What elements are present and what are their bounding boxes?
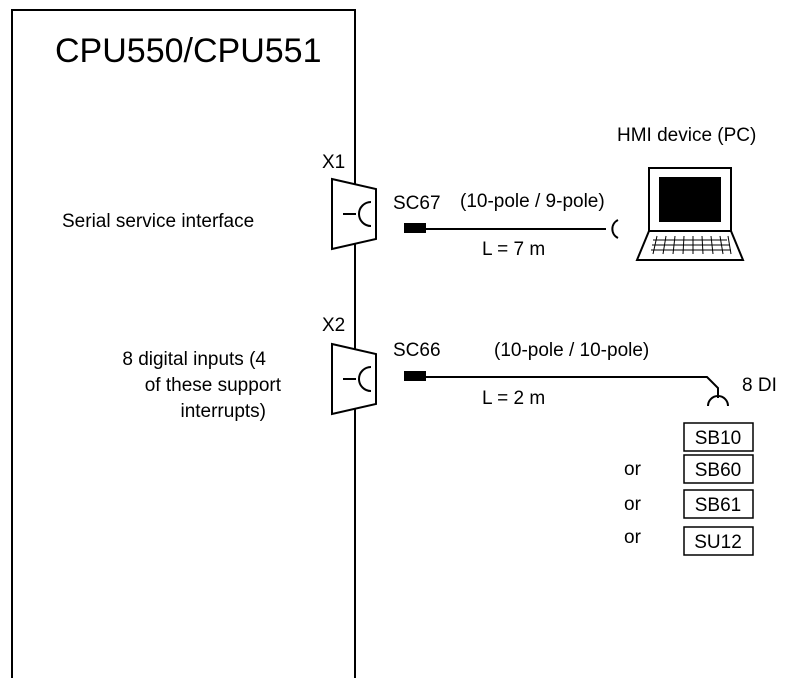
option-sb10: SB10 bbox=[683, 422, 754, 452]
module-title: CPU550/CPU551 bbox=[55, 32, 321, 70]
x2-cable-name: SC66 bbox=[393, 340, 441, 361]
x2-connector-icon bbox=[331, 342, 377, 416]
x2-description-line-3: interrupts) bbox=[180, 401, 266, 422]
x1-cable-spec: (10-pole / 9-pole) bbox=[460, 191, 605, 212]
laptop-icon bbox=[635, 167, 745, 261]
hmi-device-label: HMI device (PC) bbox=[617, 125, 756, 146]
x2-cable-spec: (10-pole / 10-pole) bbox=[494, 340, 649, 361]
x1-port-label: X1 bbox=[322, 152, 345, 173]
option-su12: SU12 bbox=[683, 526, 754, 556]
option-sb60-label: SB60 bbox=[695, 460, 741, 481]
x2-port-label: X2 bbox=[322, 315, 345, 336]
x1-description: Serial service interface bbox=[62, 211, 254, 232]
option-sb61-label: SB61 bbox=[695, 495, 741, 516]
x1-cable-length: L = 7 m bbox=[482, 239, 545, 260]
x2-cable-length: L = 2 m bbox=[482, 388, 545, 409]
or-label: or bbox=[624, 459, 642, 480]
or-label: or bbox=[624, 494, 642, 515]
x2-target-label: 8 DI bbox=[742, 375, 777, 396]
option-sb61: SB61 bbox=[683, 489, 754, 519]
cpu-module-box bbox=[11, 9, 356, 678]
x2-description-line-2: of these support bbox=[145, 375, 282, 396]
x2-description-line-1: 8 digital inputs (4 bbox=[122, 349, 266, 370]
x2-cable bbox=[404, 371, 729, 407]
option-sb60: SB60 bbox=[683, 454, 754, 484]
option-sb10-label: SB10 bbox=[695, 428, 741, 449]
x1-cable bbox=[404, 219, 619, 239]
x1-cable-name: SC67 bbox=[393, 193, 441, 214]
option-su12-label: SU12 bbox=[694, 532, 742, 553]
x1-connector-icon bbox=[331, 177, 377, 251]
or-label: or bbox=[624, 527, 642, 548]
